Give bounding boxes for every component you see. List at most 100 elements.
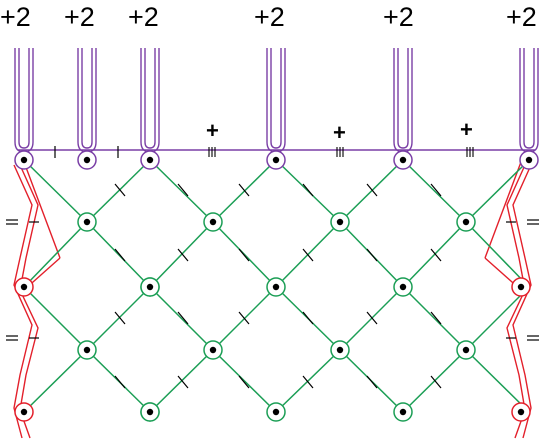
top-labels: +2 +2 +2 +2 +2 +2	[0, 2, 537, 32]
green-lattice-line	[86, 286, 151, 351]
purple-loop-outer	[519, 48, 539, 153]
lattice-node-dot	[399, 408, 407, 416]
top-label-2: +2	[64, 2, 95, 32]
top-label-6: +2	[506, 2, 537, 32]
green-lattice-line	[23, 286, 88, 351]
green-lattice-line	[23, 159, 88, 223]
tick-mark	[430, 311, 442, 325]
red-chain-line	[512, 164, 532, 439]
tick-mark	[366, 375, 378, 389]
green-lattice-line	[212, 221, 277, 288]
purple-loop-outer	[14, 48, 34, 153]
green-lattice-line	[149, 159, 214, 223]
side-node-dot	[517, 283, 525, 291]
tick-mark	[238, 248, 250, 262]
side-node-dot	[517, 408, 525, 416]
green-lattice-line	[86, 221, 151, 288]
purple-loop-inner	[144, 48, 156, 149]
tick-mark	[366, 311, 378, 325]
green-lattice-line	[465, 349, 530, 413]
tick-mark	[430, 183, 442, 197]
green-lattice-line	[149, 221, 214, 288]
tick-mark	[177, 311, 189, 325]
plus-label-2: +	[333, 120, 346, 145]
red-diagonal	[484, 161, 522, 259]
green-lattice-line	[402, 286, 467, 351]
green-lattice-line	[339, 159, 404, 223]
purple-loop-outer	[266, 48, 286, 153]
red-chain-line	[19, 164, 39, 439]
tick-mark	[238, 311, 250, 325]
tick-mark	[114, 375, 126, 389]
top-node-dot	[525, 156, 533, 164]
plus-label-1: +	[206, 118, 219, 143]
red-chain-line	[13, 164, 33, 439]
red-side-chains	[13, 161, 532, 439]
green-lattice-line	[465, 286, 530, 351]
lattice-node-dot	[146, 283, 154, 291]
purple-loop-inner	[397, 48, 409, 149]
green-lattice-line	[212, 349, 277, 413]
top-label-5: +2	[383, 2, 414, 32]
lattice-node-dot	[336, 346, 344, 354]
red-chain-line	[506, 164, 526, 439]
lattice-node-dot	[209, 346, 217, 354]
purple-loop-inner	[523, 48, 535, 149]
tick-marks	[6, 146, 539, 389]
tick-mark	[366, 248, 378, 262]
lattice-node-dot	[209, 218, 217, 226]
red-diagonal	[23, 161, 61, 259]
tick-mark	[114, 311, 126, 325]
top-node-dot	[146, 156, 154, 164]
plus-labels: + + +	[206, 117, 473, 145]
lattice-node-dot	[399, 283, 407, 291]
top-node-dot	[20, 156, 28, 164]
tick-mark	[177, 248, 189, 262]
lattice-node-dot	[336, 218, 344, 226]
lattice-nodes	[14, 150, 539, 422]
green-lattice-line	[275, 349, 341, 413]
lattice-node-dot	[83, 218, 91, 226]
side-node-dot	[20, 408, 28, 416]
lattice-node-dot	[146, 408, 154, 416]
tick-mark	[302, 375, 314, 389]
green-lattice-line	[465, 159, 530, 223]
purple-loop-outer	[393, 48, 413, 153]
green-lattice-line	[275, 159, 341, 223]
tick-mark	[366, 183, 378, 197]
lattice-node-dot	[462, 346, 470, 354]
purple-loop-outer	[140, 48, 160, 153]
tick-mark	[302, 311, 314, 325]
tick-mark	[430, 248, 442, 262]
top-label-1: +2	[0, 2, 31, 32]
green-lattice-line	[465, 221, 530, 288]
plus-label-3: +	[460, 117, 473, 142]
tick-mark	[238, 375, 250, 389]
purple-loop-inner	[18, 48, 30, 149]
tick-mark	[238, 183, 250, 197]
tick-mark	[177, 375, 189, 389]
side-node-dot	[20, 283, 28, 291]
tick-mark	[302, 183, 314, 197]
lattice-node-dot	[462, 218, 470, 226]
green-lattice-line	[23, 349, 88, 413]
lattice-node-dot	[83, 346, 91, 354]
top-node-dot	[83, 156, 91, 164]
green-lattice-line	[402, 159, 467, 223]
green-lattice-line	[86, 159, 151, 223]
top-label-3: +2	[128, 2, 159, 32]
tick-mark	[114, 183, 126, 197]
lattice-node-dot	[272, 283, 280, 291]
top-label-4: +2	[254, 2, 285, 32]
green-lattice-line	[23, 221, 88, 288]
purple-loop-outer	[77, 48, 97, 153]
purple-loop-inner	[81, 48, 93, 149]
top-node-dot	[272, 156, 280, 164]
tick-mark	[430, 375, 442, 389]
lattice-node-dot	[272, 408, 280, 416]
green-lattice-line	[339, 286, 404, 351]
tick-mark	[302, 248, 314, 262]
tick-mark	[114, 248, 126, 262]
tick-mark	[177, 183, 189, 197]
